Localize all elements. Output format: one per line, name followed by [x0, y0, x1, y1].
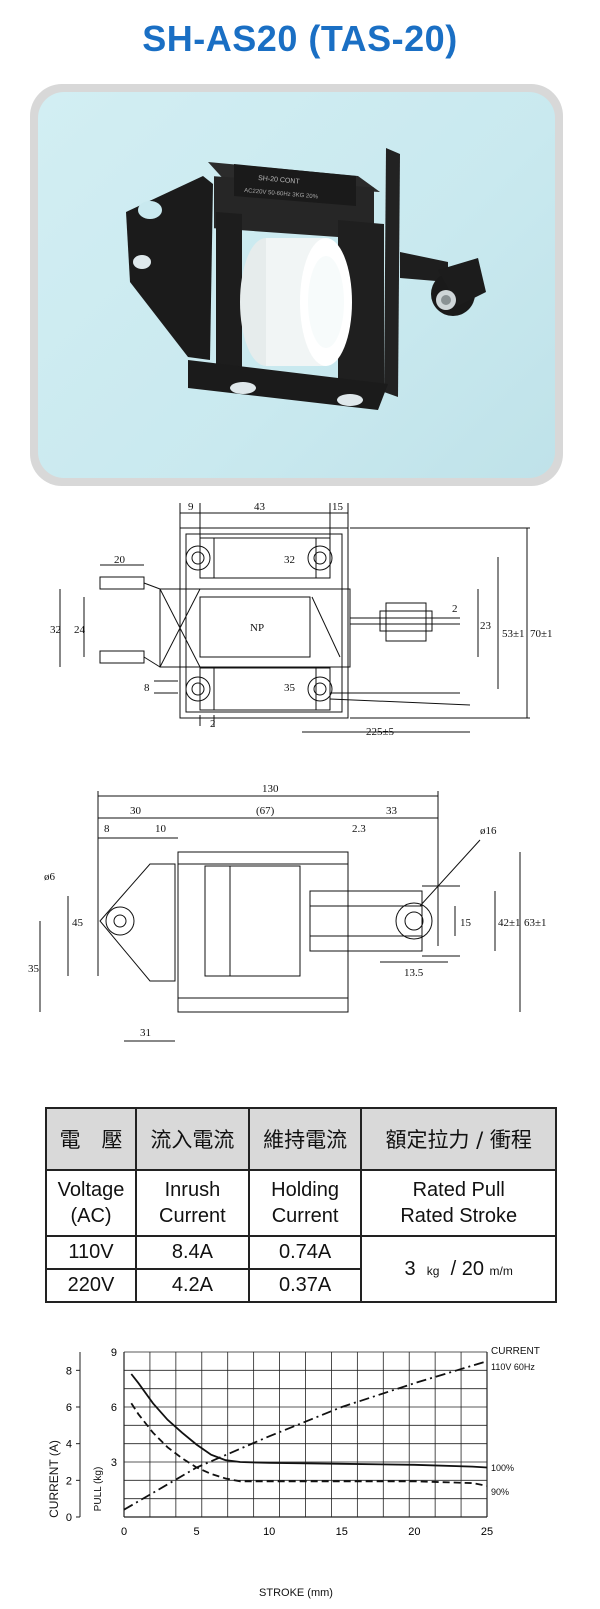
annotation-current: CURRENT — [491, 1346, 540, 1357]
table-row: 110V 8.4A 0.74A 3 kg / 20 m/m — [44, 1235, 557, 1303]
pull-tick-label: 3 — [111, 1457, 117, 1469]
table-row: 220V 4.2A 0.37A — [44, 1268, 556, 1303]
dim-dia16: ø16 — [480, 825, 497, 837]
dim-33: 33 — [386, 805, 398, 817]
side-view-drawing: 130 30 (67) 33 8 10 2.3 ø16 ø6 45 35 15 … — [28, 783, 547, 1042]
subheader-voltage: Voltage(AC) — [44, 1169, 138, 1237]
cell-inrush: 8.4A — [135, 1235, 250, 1270]
header-inrush: 流入電流 — [135, 1107, 250, 1171]
dim-2: 2 — [210, 718, 216, 730]
performance-chart: 0 2 4 6 8 3 6 9 0 5 10 15 20 25 CURRENT (A) PULL (kg)… — [47, 1346, 540, 1599]
series-line-100 — [130, 1373, 488, 1469]
header-voltage: 電 壓 — [44, 1107, 138, 1171]
dim-32b: 32 — [284, 554, 295, 566]
x-tick-label: 0 — [121, 1526, 127, 1538]
dim-32: 32 — [50, 624, 61, 636]
dim-15: 15 — [460, 917, 472, 929]
dim-42: 42±1 — [498, 917, 521, 929]
solenoid-illustration: SH-20 CONT AC220V 50-60Hz 3KG 20% — [126, 148, 486, 410]
current-tick-label: 6 — [66, 1402, 72, 1414]
np-label: NP — [250, 622, 264, 634]
series-line-90 — [130, 1402, 488, 1487]
dim-13-5: 13.5 — [404, 967, 424, 979]
dim-2b: 2 — [452, 603, 458, 615]
y-axis-label-current: CURRENT (A) — [47, 1440, 61, 1518]
dim-20: 20 — [114, 554, 126, 566]
dim-8: 8 — [144, 682, 150, 694]
annotation-freq: 110V 60Hz — [491, 1362, 535, 1372]
x-axis-label: STROKE (mm) — [259, 1587, 333, 1599]
dim-10: 10 — [155, 823, 167, 835]
cell-holding: 0.74A — [247, 1235, 363, 1270]
table-header-row: 電 壓 流入電流 維持電流 額定拉力 / 衝程 — [44, 1107, 557, 1171]
dim-225: 225±5 — [366, 726, 395, 738]
current-tick-label: 0 — [66, 1512, 72, 1524]
product-photo: SH-20 CONT AC220V 50-60Hz 3KG 20% — [38, 92, 555, 478]
x-tick-label: 25 — [481, 1526, 493, 1538]
dim-15: 15 — [332, 501, 344, 513]
current-tick-label: 2 — [66, 1475, 72, 1487]
dim-70: 70±1 — [530, 628, 553, 640]
x-tick-label: 10 — [263, 1526, 275, 1538]
spec-table: 電 壓 流入電流 維持電流 額定拉力 / 衝程 Voltage(AC) Inru… — [44, 1107, 557, 1303]
pull-tick-label: 9 — [111, 1347, 117, 1359]
series-line-current — [123, 1360, 488, 1511]
top-view-drawing: 9 43 15 20 32 24 32 35 8 2 2 23 53±1 70±… — [50, 501, 553, 738]
dim-130: 130 — [262, 783, 279, 795]
dim-8: 8 — [104, 823, 110, 835]
dim-23: 23 — [480, 620, 492, 632]
dim-43: 43 — [254, 501, 266, 513]
cell-holding: 0.37A — [247, 1268, 363, 1303]
header-rated: 額定拉力 / 衝程 — [360, 1107, 557, 1171]
dim-30: 30 — [130, 805, 142, 817]
x-tick-label: 5 — [194, 1526, 200, 1538]
dim-35: 35 — [284, 682, 296, 694]
x-tick-label: 15 — [336, 1526, 348, 1538]
cell-rated: 3 kg / 20 m/m — [360, 1235, 557, 1303]
dim-35: 35 — [28, 963, 40, 975]
cell-inrush: 4.2A — [135, 1268, 250, 1303]
dim-63: 63±1 — [524, 917, 547, 929]
dim-24: 24 — [74, 624, 86, 636]
dim-45: 45 — [72, 917, 84, 929]
page-title: SH-AS20 (TAS-20) — [142, 18, 458, 59]
photo-label-1: SH-20 CONT — [258, 175, 301, 186]
pull-tick-label: 6 — [111, 1402, 117, 1414]
annotation-90: 90% — [491, 1487, 509, 1497]
dim-53: 53±1 — [502, 628, 525, 640]
current-tick-label: 8 — [66, 1365, 72, 1377]
cell-voltage: 110V — [44, 1235, 138, 1270]
annotation-100: 100% — [491, 1463, 514, 1473]
cell-voltage: 220V — [44, 1268, 138, 1303]
dim-9: 9 — [188, 501, 194, 513]
dim-31: 31 — [140, 1027, 151, 1039]
dim-67: (67) — [256, 805, 275, 817]
dim-2-3: 2.3 — [352, 823, 366, 835]
y-axis-label-pull: PULL (kg) — [93, 1467, 104, 1512]
dim-dia6: ø6 — [44, 871, 56, 883]
x-tick-label: 20 — [408, 1526, 420, 1538]
current-tick-label: 4 — [66, 1439, 72, 1451]
header-holding: 維持電流 — [247, 1107, 363, 1171]
product-photo-frame: SH-20 CONT AC220V 50-60Hz 3KG 20% — [30, 84, 563, 486]
